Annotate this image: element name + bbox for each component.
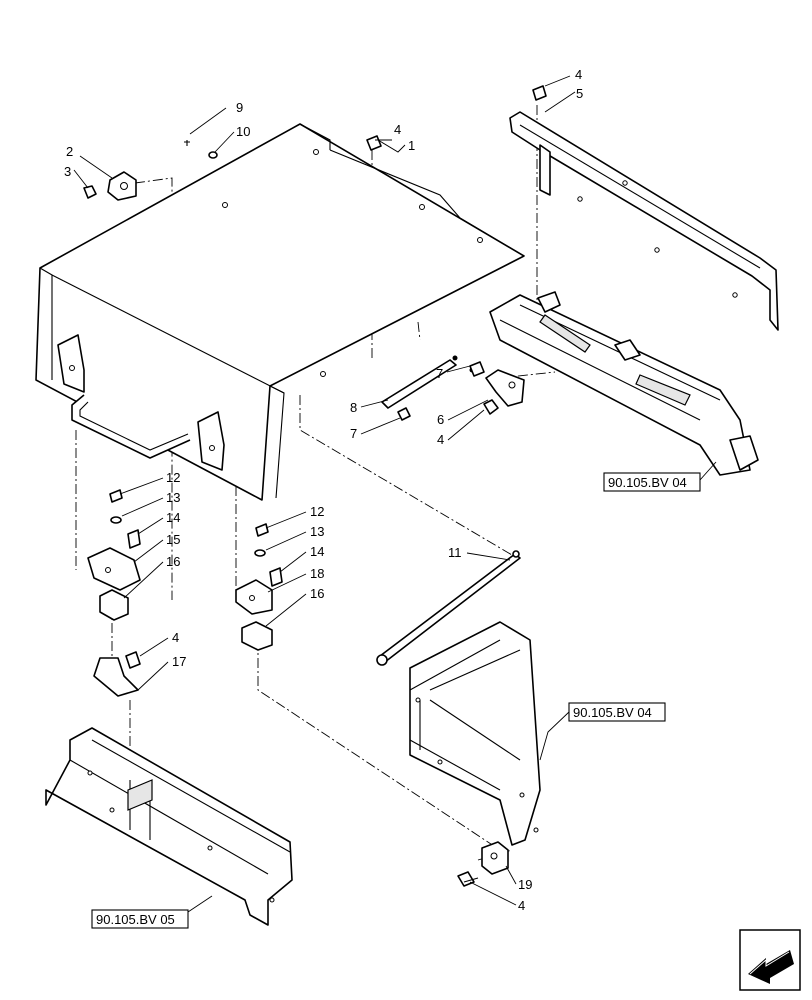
callout-6: 6 [437, 412, 444, 427]
callout-8: 8 [350, 400, 357, 415]
rail-bracket [509, 111, 779, 331]
callout-3: 3 [64, 164, 71, 179]
gas-spring [381, 355, 458, 421]
callout-2: 2 [66, 144, 73, 159]
callout-16-left: 16 [166, 554, 180, 569]
rod-11 [376, 550, 521, 666]
callout-19: 19 [518, 877, 532, 892]
callout-labels: 1 2 3 4 4 5 6 7 4 8 7 9 10 11 12 13 14 1… [64, 67, 583, 913]
ref-box-top-right[interactable]: 90.105.BV 04 [603, 472, 701, 492]
callout-17: 17 [172, 654, 186, 669]
callout-12-left: 12 [166, 470, 180, 485]
callout-4-cover: 4 [394, 122, 401, 137]
callout-18: 18 [310, 566, 324, 581]
ref-label-top-right[interactable]: 90.105.BV 04 [608, 475, 687, 490]
ref-label-mid-right[interactable]: 90.105.BV 04 [573, 705, 652, 720]
callout-4-rail: 4 [575, 67, 582, 82]
callout-4-bottom: 4 [518, 898, 525, 913]
callout-7-right: 7 [436, 366, 443, 381]
lower-left-frame [45, 727, 293, 926]
callout-13-left: 13 [166, 490, 180, 505]
leader-lines [73, 75, 717, 913]
block-19 [457, 841, 509, 887]
callout-14-left: 14 [166, 510, 180, 525]
ref-label-bottom-left[interactable]: 90.105.BV 05 [96, 912, 175, 927]
callout-11: 11 [448, 545, 462, 560]
ref-box-mid-right[interactable]: 90.105.BV 04 [568, 702, 666, 722]
callout-4-hinge: 4 [172, 630, 179, 645]
callout-4-right: 4 [437, 432, 444, 447]
hardware-left [83, 85, 547, 697]
callout-13-middle: 13 [310, 524, 324, 539]
right-frame [489, 291, 759, 476]
callout-1: 1 [408, 138, 415, 153]
arrow-left-icon[interactable] [739, 929, 801, 991]
callout-16-middle: 16 [310, 586, 324, 601]
bracket-6 [469, 367, 525, 415]
reference-boxes[interactable]: 90.105.BV 04 90.105.BV 04 90.105.BV 05 [91, 472, 701, 929]
callout-12-middle: 12 [310, 504, 324, 519]
callout-15: 15 [166, 532, 180, 547]
callout-10: 10 [236, 124, 250, 139]
lower-right-frame [409, 621, 541, 846]
callout-5: 5 [576, 86, 583, 101]
hardware-middle [235, 361, 485, 651]
cover-panel [35, 123, 525, 501]
ref-box-bottom-left[interactable]: 90.105.BV 05 [91, 909, 189, 929]
callout-9: 9 [236, 100, 243, 115]
callout-14-middle: 14 [310, 544, 324, 559]
callout-7-left: 7 [350, 426, 357, 441]
